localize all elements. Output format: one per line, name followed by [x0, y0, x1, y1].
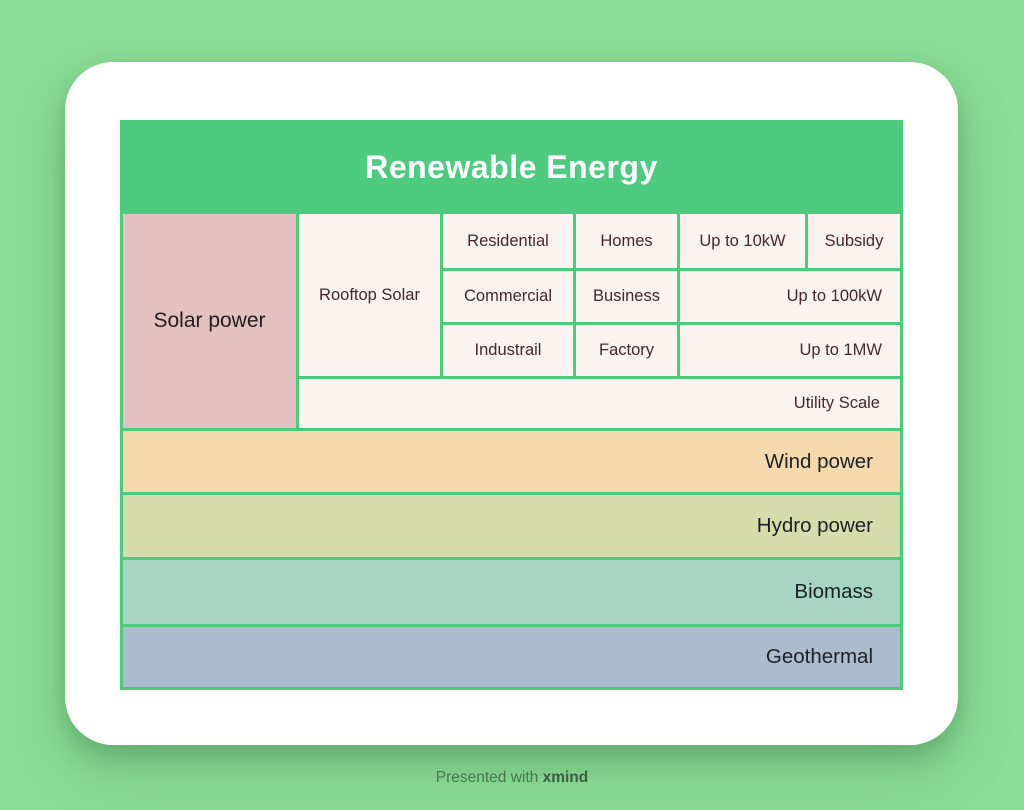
- topic-subsidy[interactable]: Subsidy: [808, 214, 900, 268]
- renewable-energy-tree-table: Renewable Energy Solar power Rooftop Sol…: [120, 120, 903, 690]
- footer-credit-text: Presented with: [435, 769, 539, 786]
- topic-up-to-10kw-label: Up to 10kW: [699, 231, 786, 250]
- topic-hydro-power-label: Hydro power: [756, 514, 873, 537]
- topic-residential-label: Residential: [467, 231, 549, 250]
- topic-hydro-power[interactable]: Hydro power: [123, 495, 900, 557]
- topic-solar-power-label: Solar power: [153, 309, 266, 332]
- topic-biomass-label: Biomass: [794, 580, 873, 603]
- topic-residential[interactable]: Residential: [443, 214, 573, 268]
- topic-biomass[interactable]: Biomass: [123, 560, 900, 624]
- topic-business-label: Business: [593, 287, 660, 305]
- topic-wind-power[interactable]: Wind power: [123, 431, 900, 492]
- presentation-card: Renewable Energy Solar power Rooftop Sol…: [65, 62, 958, 745]
- topic-commercial[interactable]: Commercial: [443, 271, 573, 322]
- topic-factory[interactable]: Factory: [576, 325, 677, 376]
- topic-rooftop-solar-label: Rooftop Solar: [319, 285, 420, 304]
- topic-wind-power-label: Wind power: [764, 449, 873, 473]
- topic-industrail-label: Industrail: [474, 341, 542, 359]
- topic-utility-scale-label: Utility Scale: [793, 394, 880, 412]
- topic-solar-power[interactable]: Solar power: [123, 214, 296, 428]
- topic-geothermal[interactable]: Geothermal: [123, 627, 900, 687]
- topic-up-to-10kw[interactable]: Up to 10kW: [680, 214, 805, 268]
- footer-credit: Presented with xmind: [0, 769, 1024, 787]
- topic-factory-label: Factory: [598, 341, 654, 359]
- topic-up-to-100kw[interactable]: Up to 100kW: [680, 271, 900, 322]
- topic-utility-scale[interactable]: Utility Scale: [299, 379, 900, 428]
- topic-up-to-100kw-label: Up to 100kW: [786, 287, 882, 305]
- topic-industrail[interactable]: Industrail: [443, 325, 573, 376]
- topic-commercial-label: Commercial: [463, 287, 552, 305]
- root-topic-label: Renewable Energy: [365, 148, 658, 185]
- root-topic-renewable-energy[interactable]: Renewable Energy: [123, 123, 900, 211]
- topic-geothermal-label: Geothermal: [765, 645, 873, 668]
- topic-subsidy-label: Subsidy: [824, 231, 884, 250]
- topic-up-to-1mw-label: Up to 1MW: [799, 341, 882, 359]
- topic-rooftop-solar[interactable]: Rooftop Solar: [299, 214, 440, 376]
- topic-homes-label: Homes: [600, 231, 653, 250]
- xmind-brand[interactable]: xmind: [542, 769, 589, 786]
- topic-homes[interactable]: Homes: [576, 214, 677, 268]
- topic-up-to-1mw[interactable]: Up to 1MW: [680, 325, 900, 376]
- topic-business[interactable]: Business: [576, 271, 677, 322]
